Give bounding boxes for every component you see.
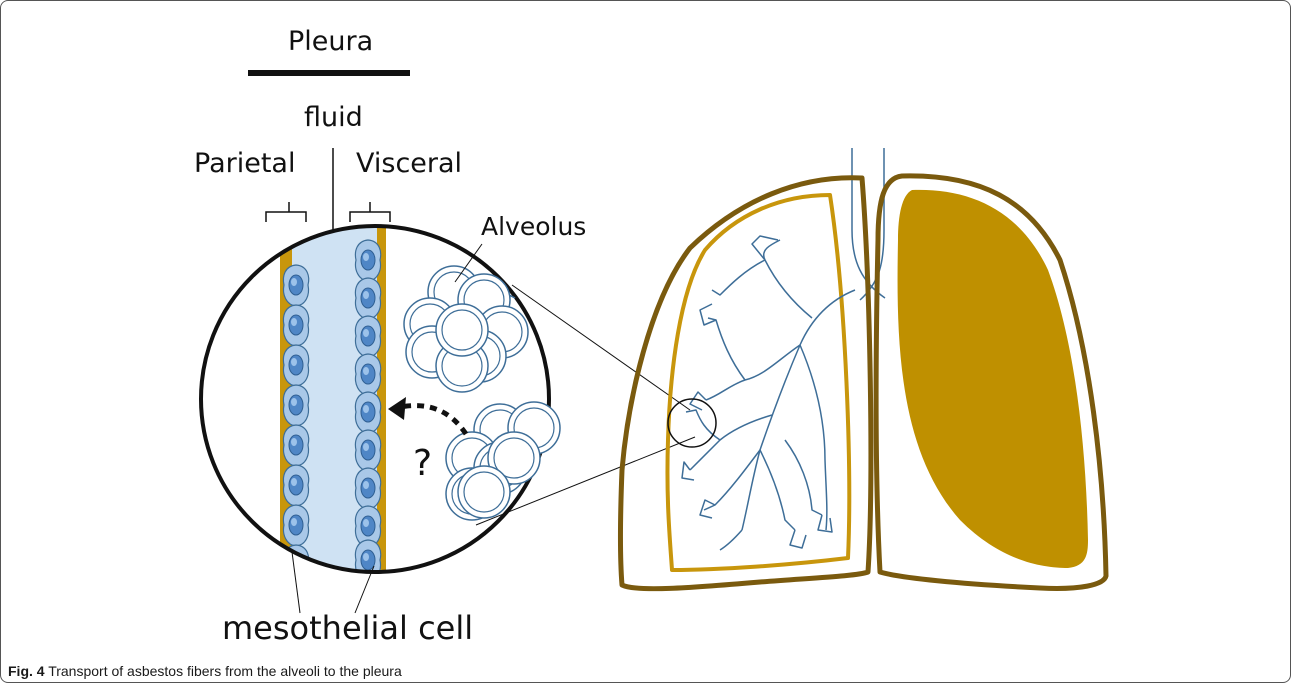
meso-pointer-left [292,552,300,613]
question-mark-label: ? [413,446,432,482]
visceral-brace [350,202,390,222]
fluid-label: fluid [304,104,363,131]
transport-arrow [400,406,466,434]
mesothelial-cell-label: mesothelial cell [222,612,473,644]
pleura-label: Pleura [288,28,373,55]
visceral-label: Visceral [356,150,462,177]
lungs [621,148,1107,589]
right-lung-fill [898,190,1088,568]
alveolus-label: Alveolus [481,214,586,239]
alveolus-cluster-upper [404,266,528,392]
parietal-label: Parietal [194,150,295,177]
zoom-source-circle [668,399,716,447]
airway-tree [682,236,855,550]
figure-number: Fig. 4 [8,663,45,679]
alveolus-cluster-lower [446,402,560,520]
caption-text: Transport of asbestos fibers from the al… [48,663,402,679]
zoom-line-top [512,285,690,410]
figure-caption: Fig. 4 Transport of asbestos fibers from… [8,663,402,679]
magnified-pleura [280,215,386,586]
transport-arrowhead [388,397,406,420]
left-lung-outline [621,178,871,589]
parietal-brace [266,202,306,222]
